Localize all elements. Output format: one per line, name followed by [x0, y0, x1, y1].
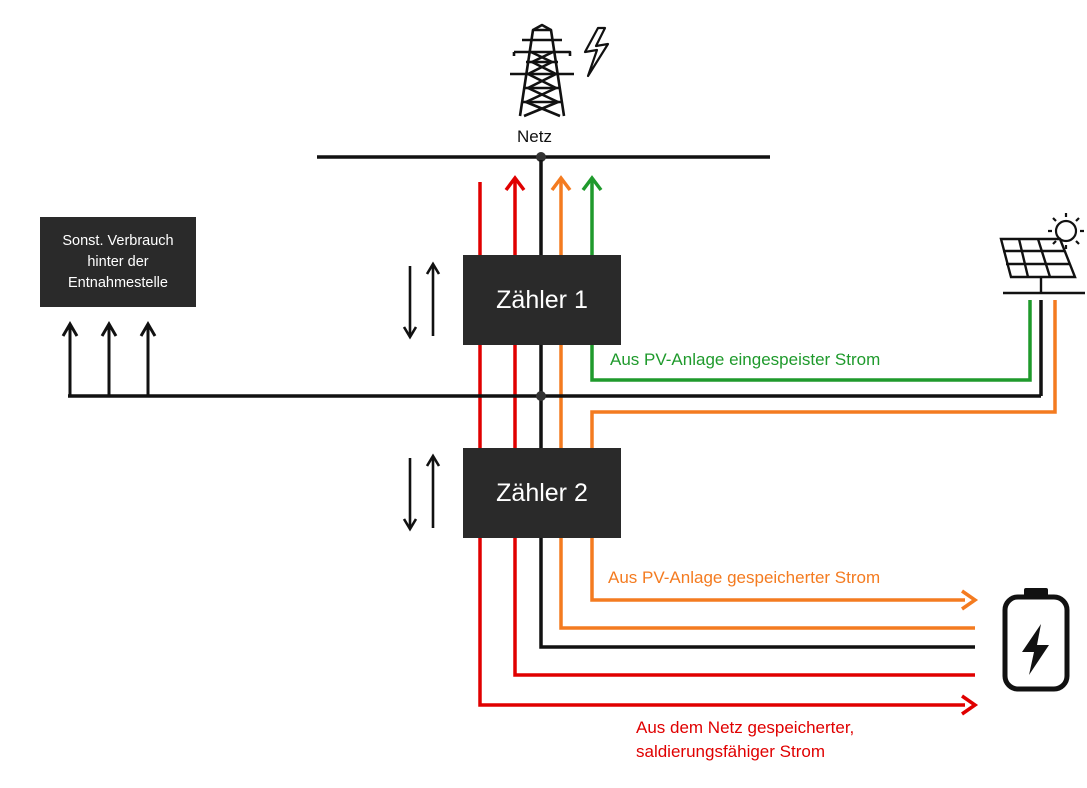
meter-1-box: Zähler 1	[463, 255, 621, 345]
grid-stored-arrowhead-a	[961, 694, 979, 716]
pv-stored-label: Aus PV-Anlage gespeicherter Strom	[608, 568, 881, 587]
pv-stored-path	[590, 300, 1057, 448]
pv-fed-in-label: Aus PV-Anlage eingespeister Strom	[610, 350, 881, 369]
power-tower-icon	[510, 23, 574, 118]
pv-stored-path-b	[559, 538, 975, 630]
grid-stored-path-a	[478, 538, 965, 707]
solar-panel-icon	[999, 237, 1085, 295]
grid-flow-arrowhead	[504, 175, 526, 192]
grid-junction-dot	[536, 152, 546, 162]
pv-stored-path-a	[590, 538, 965, 602]
meter-2-label: Zähler 2	[496, 478, 588, 507]
house-junction-dot	[536, 391, 546, 401]
sun-icon	[1048, 213, 1084, 249]
consumer-line-2: hinter der	[87, 253, 149, 270]
consumer-line-1: Sonst. Verbrauch	[62, 232, 174, 249]
bidirectional-arrow-meter1	[402, 261, 441, 340]
pv-fed-path	[590, 300, 1032, 382]
bidirectional-arrow-meter2	[402, 453, 441, 532]
pv-stored-arrowhead	[550, 175, 572, 192]
grid-stored-path-b	[513, 538, 975, 677]
battery-charging-icon	[1002, 588, 1070, 692]
pv-stored-arrowhead	[961, 589, 979, 611]
meter-2-box: Zähler 2	[463, 448, 621, 538]
grid-stored-label-line-1: Aus dem Netz gespeicherter,	[636, 718, 855, 737]
consumer-arrows	[61, 321, 157, 396]
grid-label: Netz	[517, 127, 552, 146]
grid-stored-label-line-2: saldierungsfähiger Strom	[636, 742, 825, 761]
lightning-icon	[583, 26, 610, 78]
meter-1-label: Zähler 1	[496, 285, 588, 314]
neutral-path-battery	[539, 538, 975, 649]
grid-stored-label: Aus dem Netz gespeicherter, saldierungsf…	[636, 716, 854, 764]
pv-fed-arrowhead	[581, 175, 603, 192]
consumer-line-3: Entnahmestelle	[68, 274, 168, 291]
other-consumption-box: Sonst. Verbrauch hinter der Entnahmestel…	[40, 217, 196, 307]
